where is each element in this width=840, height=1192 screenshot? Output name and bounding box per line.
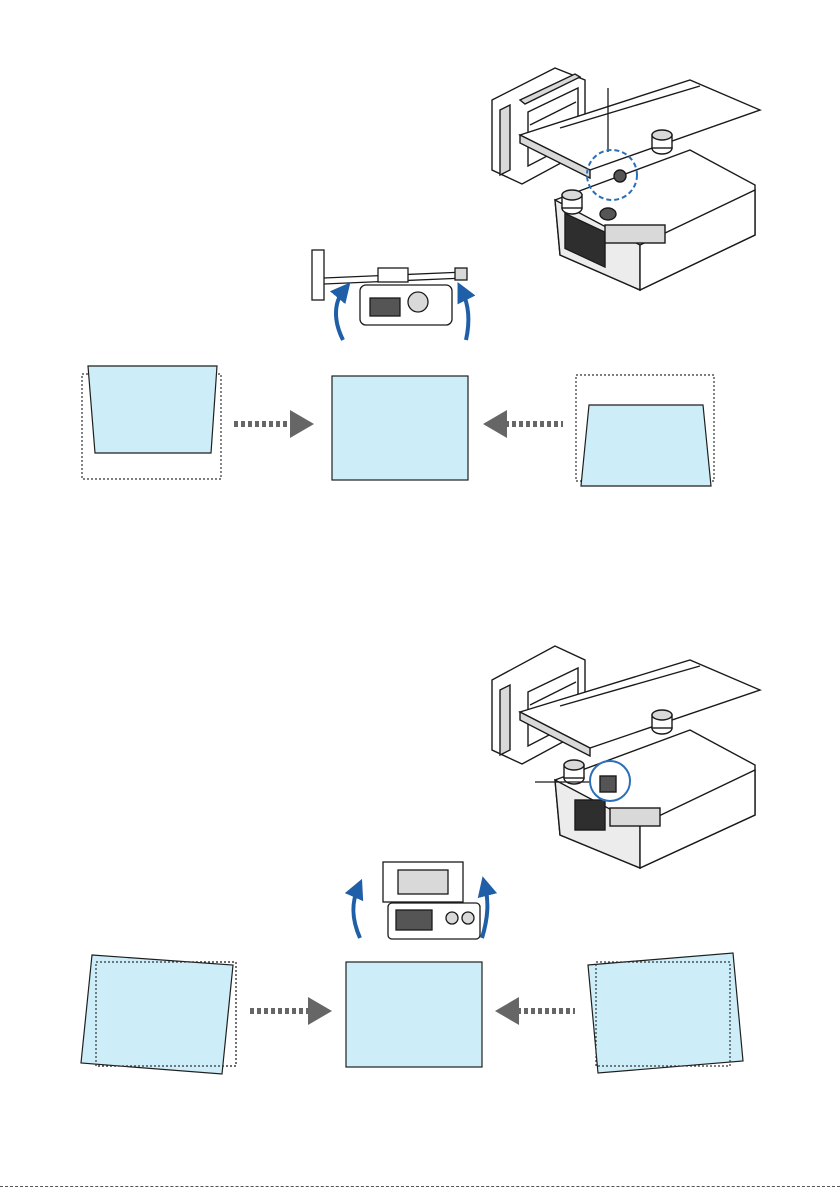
wall-mount-projector-illustration — [492, 68, 760, 290]
screen-before-left — [82, 366, 221, 479]
screen-before-right-2 — [588, 953, 743, 1073]
tilt-adjust-figure — [82, 68, 760, 486]
rotate-arrow-left-2 — [353, 888, 360, 938]
screen-result-corrected — [332, 376, 468, 480]
rotate-arrow-right — [462, 291, 468, 340]
shift-arrow-right — [234, 410, 314, 438]
shift-arrow-left — [483, 410, 563, 438]
rotate-arrow-left — [336, 290, 344, 340]
rotate-arrow-right-2 — [482, 886, 487, 938]
shift-arrow-right-2 — [250, 997, 332, 1025]
roll-adjust-figure — [81, 646, 760, 1074]
shift-arrow-left-2 — [495, 997, 575, 1025]
screen-before-right — [576, 375, 714, 486]
page-bottom-rule — [0, 1186, 840, 1187]
wall-mount-projector-illustration-2 — [492, 646, 760, 868]
front-view-roll-illustration — [383, 862, 480, 939]
screen-before-left-2 — [81, 955, 236, 1074]
screen-result-corrected-2 — [346, 962, 482, 1067]
